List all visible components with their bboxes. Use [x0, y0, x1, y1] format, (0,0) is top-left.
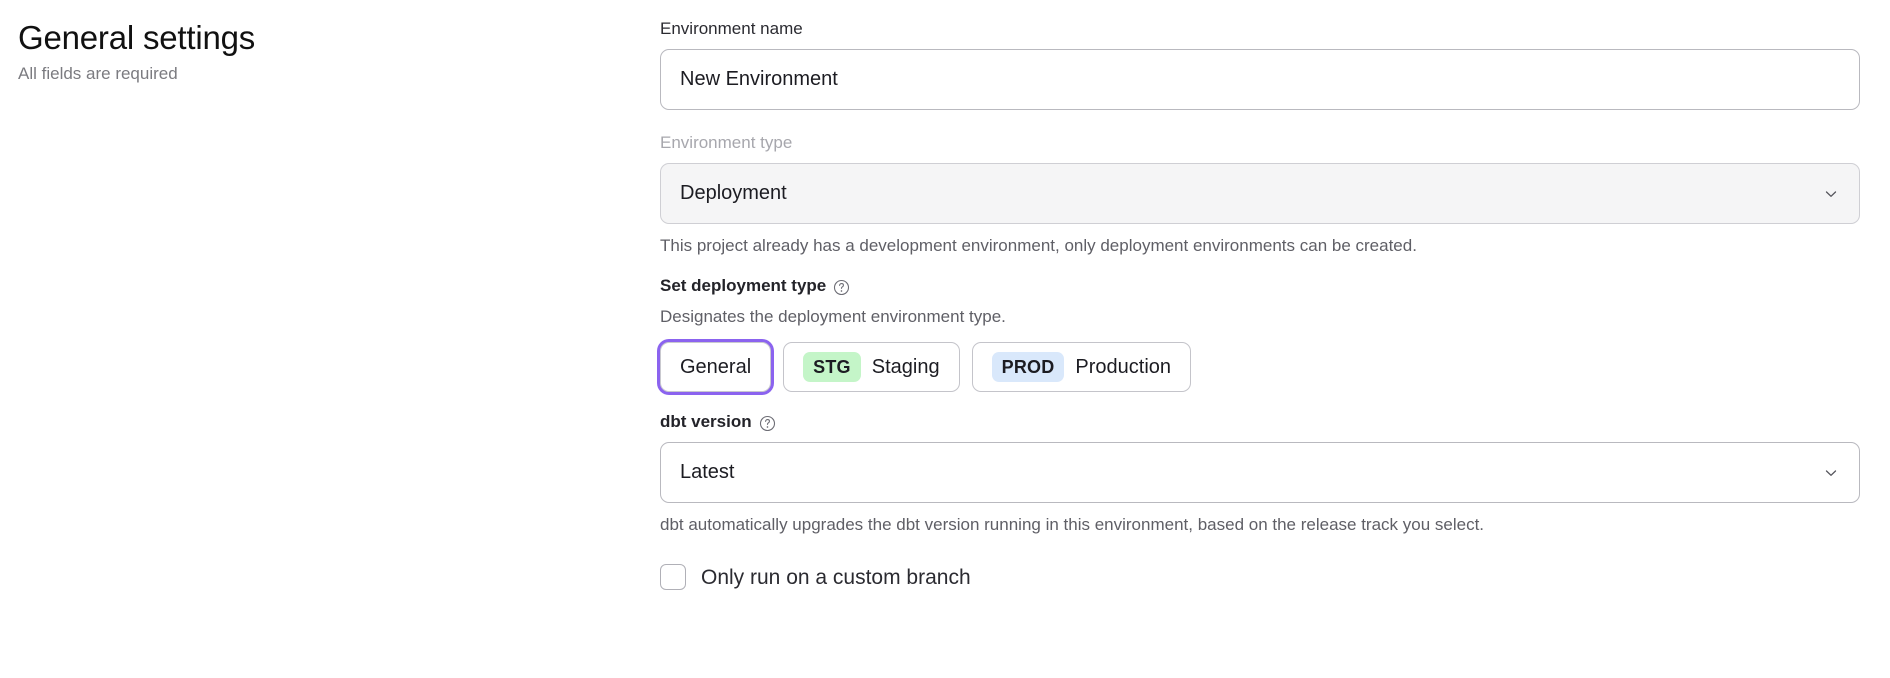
- deployment-type-option-general[interactable]: General: [660, 342, 772, 393]
- dbt-version-value: Latest: [680, 461, 735, 484]
- page-title: General settings: [18, 19, 256, 56]
- environment-name-field: Environment name: [660, 18, 1860, 111]
- production-badge: PROD: [991, 352, 1065, 383]
- deployment-type-option-staging[interactable]: STG Staging: [783, 342, 960, 393]
- question-circle-icon[interactable]: [759, 415, 776, 432]
- environment-type-label: Environment type: [660, 133, 793, 153]
- custom-branch-row[interactable]: Only run on a custom branch: [660, 564, 1860, 591]
- environment-type-select[interactable]: Deployment: [660, 163, 1860, 225]
- deployment-type-description: Designates the deployment environment ty…: [660, 307, 1006, 327]
- deployment-type-option-staging-label: Staging: [871, 355, 940, 378]
- custom-branch-checkbox[interactable]: [660, 564, 686, 591]
- deployment-type-label: Set deployment type: [660, 275, 1860, 297]
- dbt-version-select[interactable]: Latest: [660, 442, 1860, 504]
- dbt-version-label-text: dbt version: [660, 412, 752, 432]
- chevron-down-icon: [1823, 465, 1839, 481]
- staging-badge: STG: [803, 352, 861, 383]
- deployment-type-options: General STG Staging PROD Production: [660, 342, 1860, 393]
- deployment-type-option-production-label: Production: [1075, 355, 1172, 378]
- environment-type-helper-text: This project already has a development e…: [660, 236, 1417, 256]
- deployment-type-field: Set deployment type Designates the deplo…: [660, 275, 1860, 393]
- environment-name-input[interactable]: [660, 49, 1860, 111]
- page-subtitle: All fields are required: [18, 64, 178, 84]
- dbt-version-label: dbt version: [660, 411, 1860, 433]
- chevron-down-icon: [1823, 186, 1839, 202]
- environment-type-field: Environment type Deployment This project…: [660, 132, 1860, 258]
- custom-branch-label: Only run on a custom branch: [701, 565, 971, 589]
- dbt-version-helper-text: dbt automatically upgrades the dbt versi…: [660, 515, 1485, 535]
- dbt-version-field: dbt version Latest dbt automatica: [660, 411, 1860, 537]
- environment-name-label: Environment name: [660, 19, 803, 38]
- settings-form-column: Environment name Environment type Deploy…: [660, 18, 1890, 678]
- deployment-type-option-production[interactable]: PROD Production: [971, 342, 1192, 393]
- environment-type-value: Deployment: [680, 182, 787, 205]
- deployment-type-label-text: Set deployment type: [660, 276, 827, 296]
- settings-intro-column: General settings All fields are required: [0, 18, 660, 678]
- question-circle-icon[interactable]: [833, 279, 850, 296]
- deployment-type-option-general-label: General: [680, 355, 752, 378]
